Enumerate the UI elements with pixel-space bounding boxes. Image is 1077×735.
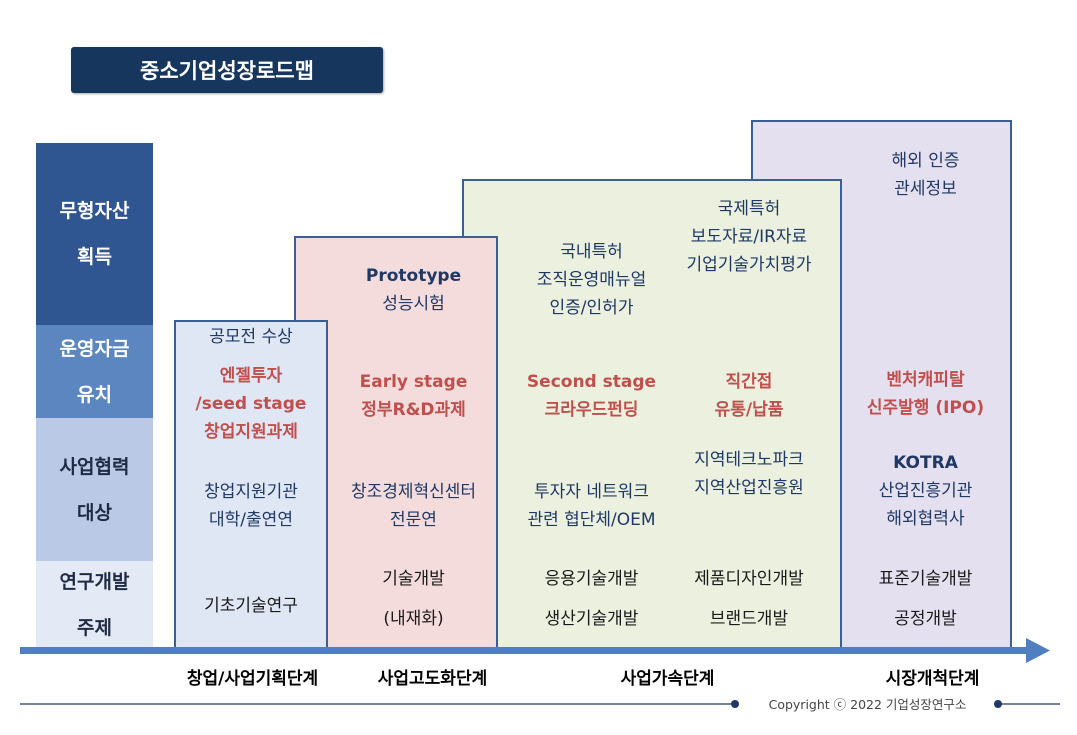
acceleration-right-partners: 지역테크노파크 지역산업진흥원 (694, 450, 804, 498)
row-label-partners: 사업협력 대상 (36, 418, 153, 561)
advancement-partners: 창조경제혁신센터 전문연 (350, 482, 477, 530)
acceleration-left-intangible: 국내특허 조직운영매뉴얼 인증/인허가 (536, 242, 647, 318)
stage-label-acceleration: 사업가속단계 (620, 669, 715, 689)
acceleration-right-rnd: 제품디자인개발 브랜드개발 (694, 569, 804, 629)
row-label-intangible: 무형자산 획득 (36, 143, 153, 325)
acceleration-left-partners: 투자자 네트워크 관련 협단체/OEM (527, 482, 656, 530)
startup-funding: 엔젤투자 /seed stage 창업지원과제 (195, 366, 307, 442)
copyright-text: Copyright ⓒ 2022 기업성장연구소 (768, 697, 967, 712)
stage-label-advancement: 사업고도화단계 (377, 669, 488, 689)
stage-label-startup: 창업/사업기획단계 (186, 669, 319, 689)
stage-box-advancement (294, 236, 498, 650)
stage-label-market: 시장개척단계 (885, 669, 980, 689)
advancement-rnd: 기술개발 (내재화) (382, 569, 445, 629)
startup-rnd: 기초기술연구 (204, 596, 298, 616)
row-label-rnd: 연구개발 주제 (36, 561, 153, 649)
advancement-intangible: Prototype 성능시험 (365, 266, 462, 314)
market-partners-kotra: KOTRA (893, 453, 958, 473)
startup-contest: 공모전 수상 (209, 327, 293, 347)
advancement-funding: Early stage 정부R&D과제 (359, 372, 468, 420)
stage-box-acceleration (462, 179, 842, 650)
stage-box-startup (174, 320, 328, 650)
bottom-rule (20, 700, 1060, 708)
market-funding: 벤처캐피탈 신주발행 (IPO) (866, 370, 985, 418)
startup-partners: 창업지원기관 대학/출연연 (204, 482, 298, 530)
market-partners: 산업진흥기관 해외협력사 (878, 481, 973, 529)
market-intangible: 해외 인증 관세정보 (891, 151, 960, 199)
row-label-funding: 운영자금 유치 (36, 325, 153, 418)
acceleration-right-intangible: 국제특허 보도자료/IR자료 기업기술가치평가 (686, 199, 812, 275)
market-rnd: 표준기술개발 공정개발 (878, 569, 973, 629)
acceleration-right-funding: 직간접 유통/납품 (714, 372, 784, 420)
acceleration-left-funding: Second stage 크라우드펀딩 (526, 372, 657, 420)
timeline-arrow (20, 638, 1050, 663)
roadmap-title: 중소기업성장로드맵 (71, 47, 383, 93)
acceleration-left-rnd: 응용기술개발 생산기술개발 (544, 569, 639, 629)
